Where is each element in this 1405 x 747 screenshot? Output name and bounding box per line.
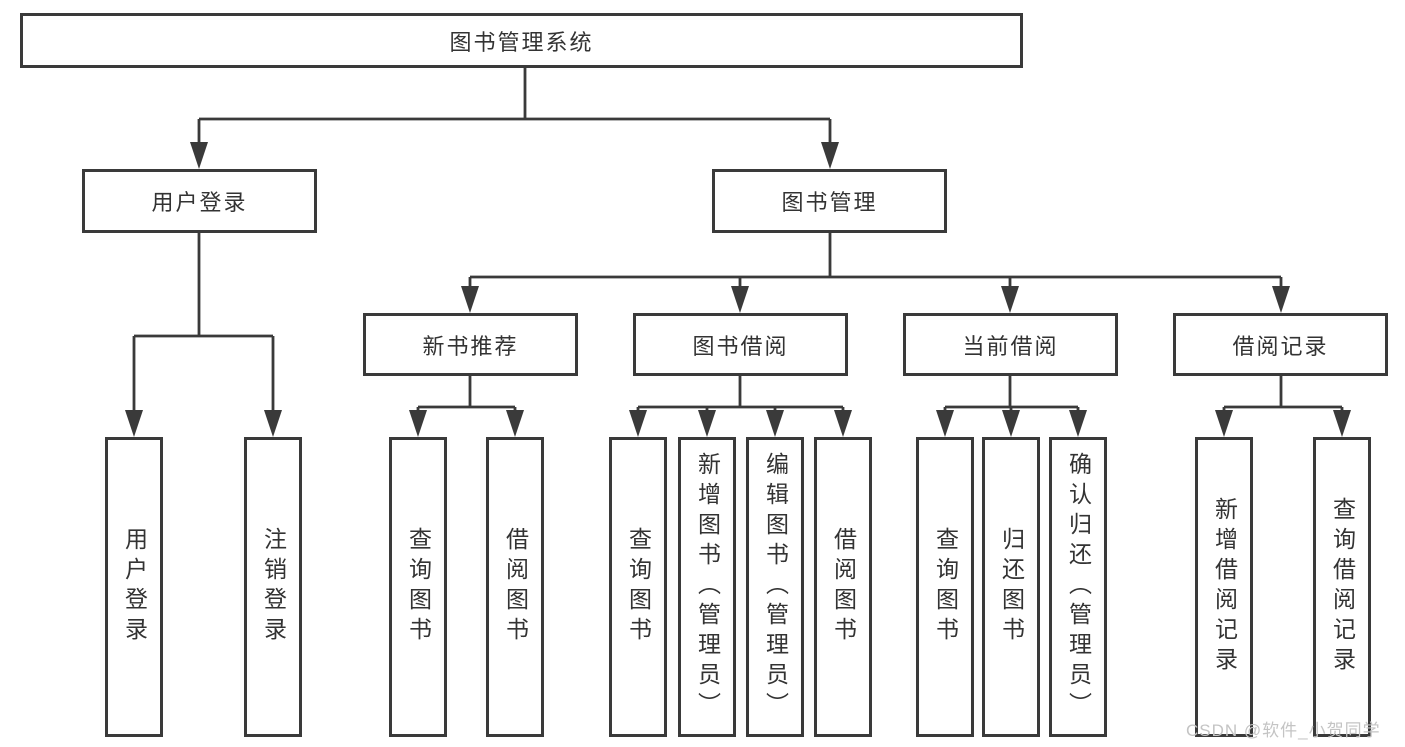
- node-label: 查询图书: [405, 527, 432, 647]
- node-label: 用户登录: [121, 527, 148, 647]
- node-label: 查询图书: [625, 527, 652, 647]
- node-label: 借阅图书: [830, 527, 857, 647]
- node-label: 新增借阅记录: [1211, 497, 1238, 677]
- node-new-book-recommendation: 新书推荐: [363, 313, 578, 376]
- node-label: 借阅记录: [1232, 333, 1329, 359]
- node-library-management-system: 图书管理系统: [20, 13, 1023, 68]
- node-label: 图书管理系统: [449, 29, 594, 55]
- node-label: 图书借阅: [692, 333, 789, 359]
- node-label: 新增图书（管理员）: [694, 452, 721, 722]
- node-label: 查询图书: [932, 527, 959, 647]
- arrowhead-icons: [125, 142, 1351, 437]
- leaf-edit-books-admin: 编辑图书（管理员）: [746, 437, 804, 737]
- node-label: 新书推荐: [422, 333, 519, 359]
- leaf-query-borrow-record: 查询借阅记录: [1313, 437, 1371, 737]
- leaf-add-books-admin: 新增图书（管理员）: [678, 437, 736, 737]
- leaf-logout: 注销登录: [244, 437, 302, 737]
- node-book-borrowing: 图书借阅: [633, 313, 848, 376]
- node-label: 确认归还（管理员）: [1065, 452, 1092, 722]
- node-label: 用户登录: [151, 190, 248, 215]
- node-borrowing-records: 借阅记录: [1173, 313, 1388, 376]
- leaf-query-books-current: 查询图书: [916, 437, 974, 737]
- node-label: 借阅图书: [502, 527, 529, 647]
- node-current-borrowing: 当前借阅: [903, 313, 1118, 376]
- node-label: 图书管理: [781, 190, 878, 215]
- node-label: 归还图书: [998, 527, 1025, 647]
- csdn-watermark: CSDN @软件_小贺同学: [1186, 721, 1381, 740]
- node-label: 当前借阅: [962, 333, 1059, 359]
- leaf-user-login: 用户登录: [105, 437, 163, 737]
- node-label: 查询借阅记录: [1329, 497, 1356, 677]
- leaf-return-books: 归还图书: [982, 437, 1040, 737]
- leaf-borrow-books-recommend: 借阅图书: [486, 437, 544, 737]
- node-book-management: 图书管理: [712, 169, 947, 233]
- leaf-confirm-return-admin: 确认归还（管理员）: [1049, 437, 1107, 737]
- node-label: 编辑图书（管理员）: [762, 452, 789, 722]
- leaf-query-books-borrow: 查询图书: [609, 437, 667, 737]
- node-user-login: 用户登录: [82, 169, 317, 233]
- leaf-query-books-recommend: 查询图书: [389, 437, 447, 737]
- leaf-add-borrow-record: 新增借阅记录: [1195, 437, 1253, 737]
- node-label: 注销登录: [260, 527, 287, 647]
- leaf-borrow-books: 借阅图书: [814, 437, 872, 737]
